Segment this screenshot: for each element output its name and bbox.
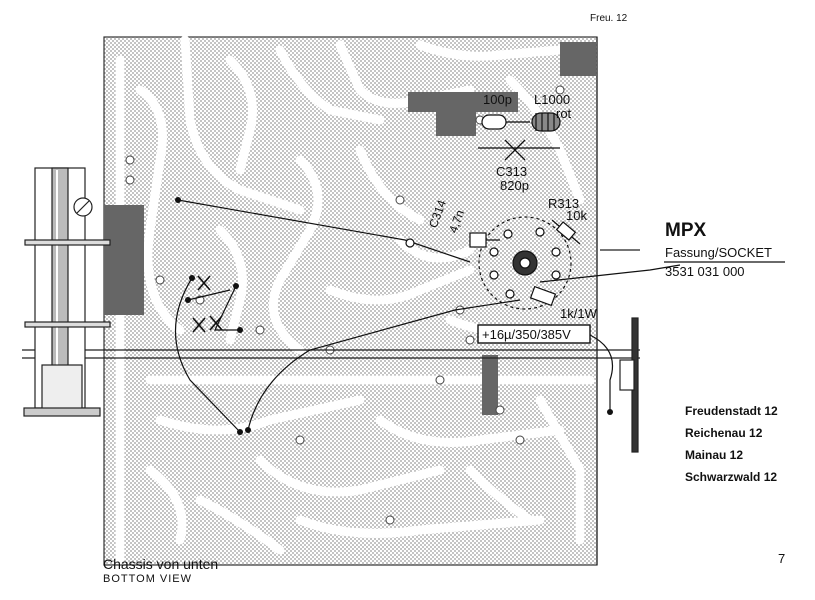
- cross-marks: [192, 275, 223, 333]
- c314-capacitor: [469, 232, 500, 248]
- page-number: 7: [778, 551, 786, 566]
- electrolytic-cap-box: [477, 324, 591, 344]
- label-rot: rot: [556, 106, 572, 121]
- c313-capacitor: [478, 139, 560, 161]
- tube-socket: [478, 216, 572, 310]
- mpx-part-number: 3531 031 000: [665, 264, 745, 279]
- model-item: Freudenstadt 12: [685, 404, 778, 418]
- label-100p: 100p: [483, 92, 512, 107]
- model-item: Reichenau 12: [685, 426, 763, 440]
- model-item: Mainau 12: [685, 448, 744, 462]
- label-l1000: L1000: [534, 92, 571, 107]
- header-ref: Freu. 12: [590, 13, 628, 24]
- label-electrolytic-cap: +16µ/350/385V: [482, 327, 571, 342]
- model-list: Freudenstadt 12 Reichenau 12 Mainau 12 S…: [685, 404, 778, 492]
- label-r313-value: 10k: [566, 208, 587, 223]
- mpx-socket-line: Fassung/SOCKET: [665, 245, 772, 260]
- mpx-title: MPX: [665, 220, 707, 241]
- c100p-capacitor: [481, 114, 530, 130]
- label-r313: R313: [548, 196, 580, 211]
- wire-nodes: [175, 197, 613, 435]
- left-mechanism: [23, 167, 111, 417]
- r313-resistor: [551, 219, 581, 245]
- ground-blocks: [104, 42, 596, 415]
- model-item: Schwarzwald 12: [685, 470, 778, 484]
- copper-traces: [115, 35, 595, 565]
- wiring: [174, 199, 681, 433]
- wire-ring: [405, 238, 415, 248]
- label-1k-1w: 1k/1W: [560, 306, 597, 321]
- caption-german: Chassis von unten: [103, 556, 219, 572]
- right-bracket: [600, 249, 640, 453]
- label-c313: C313: [496, 164, 528, 179]
- l1000-coil: [531, 112, 561, 132]
- resistor-1k: [529, 285, 557, 307]
- label-c313-value: 820p: [500, 178, 529, 193]
- caption-english: BOTTOM VIEW: [103, 573, 193, 585]
- chassis-rail: [22, 37, 640, 565]
